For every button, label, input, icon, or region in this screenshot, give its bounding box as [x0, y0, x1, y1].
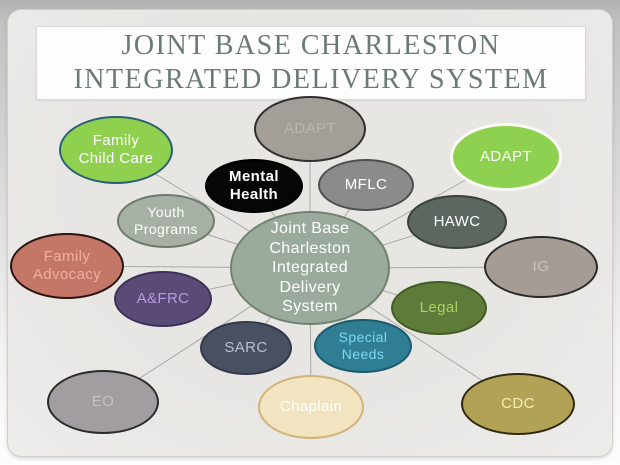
node-label-legal: Legal [419, 298, 459, 316]
node-family-advocacy: Family Advocacy [10, 233, 124, 299]
node-chaplain: Chaplain [258, 375, 364, 439]
node-adapt-right: ADAPT [450, 123, 562, 191]
node-label-afrc: A&FRC [136, 289, 190, 307]
node-cdc: CDC [461, 373, 575, 435]
node-adapt-top: ADAPT [254, 96, 366, 162]
node-label-family-advocacy: Family Advocacy [32, 247, 102, 283]
slide-title-line-1: JOINT BASE CHARLESTON [121, 30, 501, 61]
node-eo: EO [47, 370, 159, 434]
node-label-youth-programs: Youth Programs [134, 203, 198, 237]
node-label-family-child-care: Family Child Care [78, 131, 154, 167]
node-label-adapt-right: ADAPT [479, 147, 532, 165]
node-legal: Legal [391, 281, 487, 335]
node-label-special-needs: Special Needs [338, 328, 388, 362]
node-label-eo: EO [91, 392, 115, 410]
node-youth-programs: Youth Programs [117, 194, 215, 248]
node-label-mental-health: Mental Health [229, 167, 279, 203]
node-label-mflc: MFLC [344, 175, 388, 193]
node-label-chaplain: Chaplain [279, 397, 343, 415]
node-label-cdc: CDC [501, 394, 535, 412]
node-hawc: HAWC [407, 195, 507, 249]
node-label-ig: IG [532, 257, 550, 275]
node-label-sarc: SARC [224, 338, 268, 356]
node-label-adapt-top: ADAPT [283, 119, 336, 137]
node-family-child-care: Family Child Care [59, 116, 173, 184]
slide-title-box: JOINT BASE CHARLESTON INTEGRATED DELIVER… [36, 26, 586, 100]
node-mflc: MFLC [318, 159, 414, 211]
node-sarc: SARC [200, 321, 292, 375]
node-mental-health: Mental Health [205, 159, 303, 213]
slide-title-line-2: INTEGRATED DELIVERY SYSTEM [73, 64, 549, 95]
node-afrc: A&FRC [114, 271, 212, 327]
node-joint-base-charleston-ids: Joint Base Charleston Integrated Deliver… [230, 211, 390, 325]
node-special-needs: Special Needs [314, 319, 412, 373]
node-label-joint-base-charleston-ids: Joint Base Charleston Integrated Deliver… [269, 220, 351, 316]
node-label-hawc: HAWC [433, 212, 481, 230]
node-ig: IG [484, 236, 598, 298]
